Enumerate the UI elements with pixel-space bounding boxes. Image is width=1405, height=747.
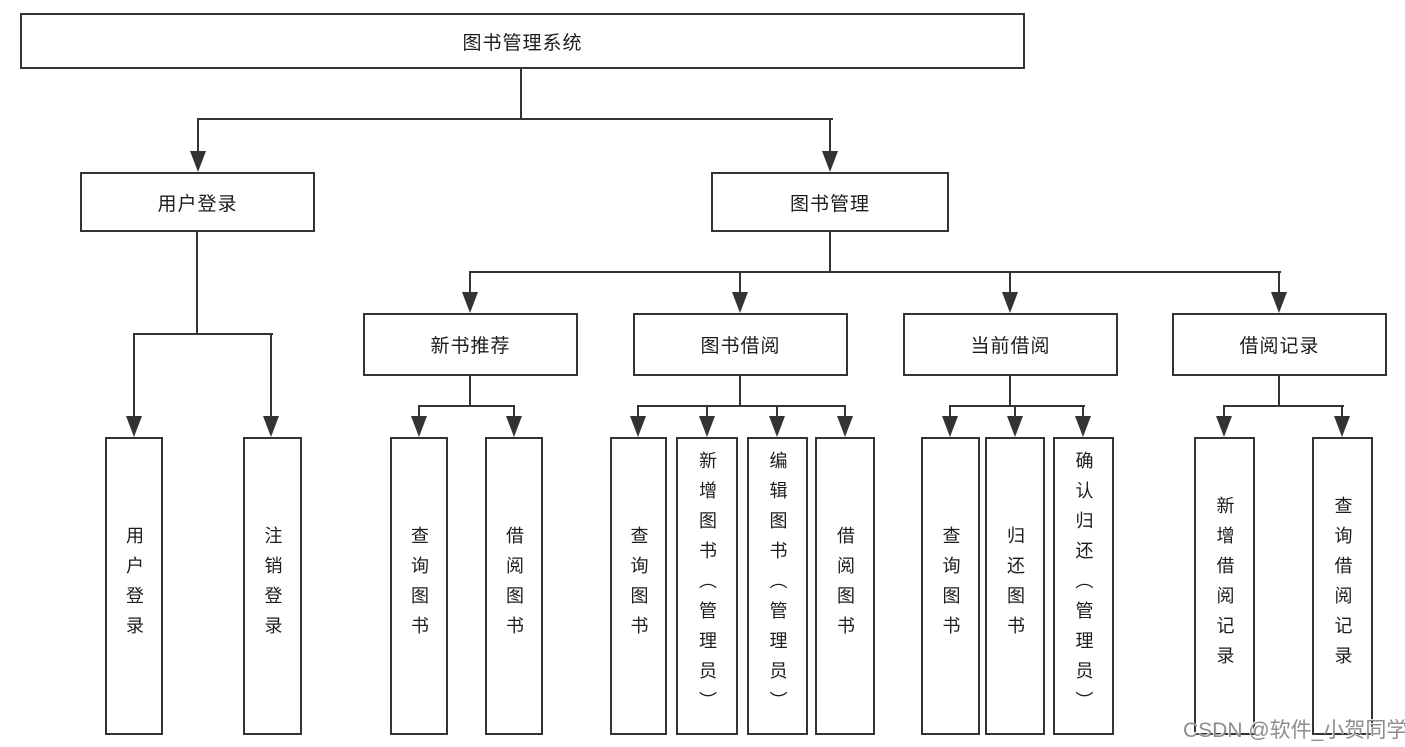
node-new-book-recommend: 新书推荐: [363, 313, 578, 376]
arrow-down-icon: [1075, 416, 1091, 437]
connector-groupB-hline: [418, 405, 515, 407]
connector-groupC-drop2: [706, 405, 708, 418]
arrow-down-icon: [942, 416, 958, 437]
leaf-add-books-admin-label: 新增图书（管理员）: [697, 451, 717, 721]
node-root-label: 图书管理系统: [462, 32, 583, 54]
node-book-management-label: 图书管理: [789, 193, 870, 215]
node-user-login: 用户登录: [80, 172, 315, 232]
arrow-down-icon: [1271, 292, 1287, 313]
connector-groupD-vline: [1009, 376, 1011, 407]
leaf-query-books-current: 查询图书: [921, 437, 980, 735]
connector-groupD-drop1: [949, 405, 951, 418]
connector-groupD-drop3: [1082, 405, 1084, 418]
leaf-add-borrow-record: 新增借阅记录: [1194, 437, 1255, 735]
arrow-down-icon: [1216, 416, 1232, 437]
connector-drop-new-book: [469, 271, 471, 294]
arrow-down-icon: [1334, 416, 1350, 437]
connector-groupD-drop2: [1014, 405, 1016, 418]
connector-groupB-drop2: [513, 405, 515, 418]
connector-mgmt-hline: [469, 271, 1281, 273]
leaf-query-borrow-record: 查询借阅记录: [1312, 437, 1373, 735]
leaf-return-books-label: 归还图书: [1005, 526, 1025, 646]
connector-drop-leaf-login: [133, 333, 135, 417]
arrow-down-icon: [263, 416, 279, 437]
leaf-query-books-recommend-label: 查询图书: [409, 526, 429, 646]
connector-groupE-drop2: [1341, 405, 1343, 418]
arrow-down-icon: [126, 416, 142, 437]
connector-drop-book-borrow: [739, 271, 741, 294]
arrow-down-icon: [630, 416, 646, 437]
arrow-down-icon: [462, 292, 478, 313]
connector-groupB-drop1: [418, 405, 420, 418]
leaf-confirm-return-admin: 确认归还（管理员）: [1053, 437, 1114, 735]
leaf-return-books: 归还图书: [985, 437, 1045, 735]
connector-user-vline: [196, 232, 198, 335]
arrow-down-icon: [732, 292, 748, 313]
arrow-down-icon: [699, 416, 715, 437]
leaf-logout-label: 注销登录: [262, 526, 283, 646]
connector-drop-user-login: [197, 118, 199, 153]
node-new-book-recommend-label: 新书推荐: [430, 336, 511, 357]
connector-groupC-vline: [739, 376, 741, 407]
connector-groupE-hline: [1223, 405, 1344, 407]
leaf-query-books-borrow: 查询图书: [610, 437, 667, 735]
arrow-down-icon: [1007, 416, 1023, 437]
connector-groupE-drop1: [1223, 405, 1225, 418]
leaf-borrow-books-recommend-label: 借阅图书: [504, 526, 524, 646]
leaf-confirm-return-admin-label: 确认归还（管理员）: [1073, 451, 1094, 721]
connector-root-vline: [520, 67, 522, 119]
connector-groupC-hline: [637, 405, 846, 407]
connector-drop-current-borrow: [1009, 271, 1011, 294]
node-borrow-records: 借阅记录: [1172, 313, 1387, 376]
arrow-down-icon: [190, 151, 206, 172]
connector-drop-leaf-logout: [270, 333, 272, 417]
connector-mgmt-vline: [829, 232, 831, 273]
arrow-down-icon: [837, 416, 853, 437]
arrow-down-icon: [506, 416, 522, 437]
node-current-borrow-label: 当前借阅: [970, 336, 1051, 357]
connector-level1-hline: [197, 118, 833, 120]
arrow-down-icon: [822, 151, 838, 172]
connector-groupC-drop1: [637, 405, 639, 418]
leaf-query-books-recommend: 查询图书: [390, 437, 448, 735]
node-current-borrow: 当前借阅: [903, 313, 1118, 376]
leaf-user-login-label: 用户登录: [124, 526, 144, 646]
leaf-query-books-borrow-label: 查询图书: [628, 526, 649, 646]
connector-drop-book-mgmt: [829, 118, 831, 153]
connector-drop-borrow-records: [1278, 271, 1280, 294]
leaf-query-borrow-record-label: 查询借阅记录: [1332, 496, 1353, 676]
leaf-logout: 注销登录: [243, 437, 302, 735]
node-book-borrow-label: 图书借阅: [700, 336, 781, 357]
leaf-edit-books-admin: 编辑图书（管理员）: [747, 437, 808, 735]
connector-groupB-vline: [469, 376, 471, 407]
leaf-add-books-admin: 新增图书（管理员）: [676, 437, 738, 735]
leaf-edit-books-admin-label: 编辑图书（管理员）: [767, 451, 788, 721]
leaf-borrow-books: 借阅图书: [815, 437, 875, 735]
node-book-management: 图书管理: [711, 172, 949, 232]
arrow-down-icon: [769, 416, 785, 437]
connector-groupC-drop4: [844, 405, 846, 418]
connector-user-hline: [133, 333, 273, 335]
leaf-query-books-current-label: 查询图书: [940, 526, 961, 646]
arrow-down-icon: [1002, 292, 1018, 313]
leaf-user-login: 用户登录: [105, 437, 163, 735]
connector-groupD-hline: [949, 405, 1085, 407]
node-book-borrow: 图书借阅: [633, 313, 848, 376]
connector-groupC-drop3: [776, 405, 778, 418]
leaf-add-borrow-record-label: 新增借阅记录: [1214, 496, 1235, 676]
node-borrow-records-label: 借阅记录: [1239, 336, 1320, 357]
connector-groupE-vline: [1278, 376, 1280, 407]
csdn-watermark: CSDN @软件_小贺同学: [1183, 719, 1405, 742]
node-root-system: 图书管理系统: [20, 13, 1025, 69]
arrow-down-icon: [411, 416, 427, 437]
node-user-login-label: 用户登录: [157, 193, 238, 215]
leaf-borrow-books-recommend: 借阅图书: [485, 437, 543, 735]
leaf-borrow-books-label: 借阅图书: [835, 526, 855, 646]
